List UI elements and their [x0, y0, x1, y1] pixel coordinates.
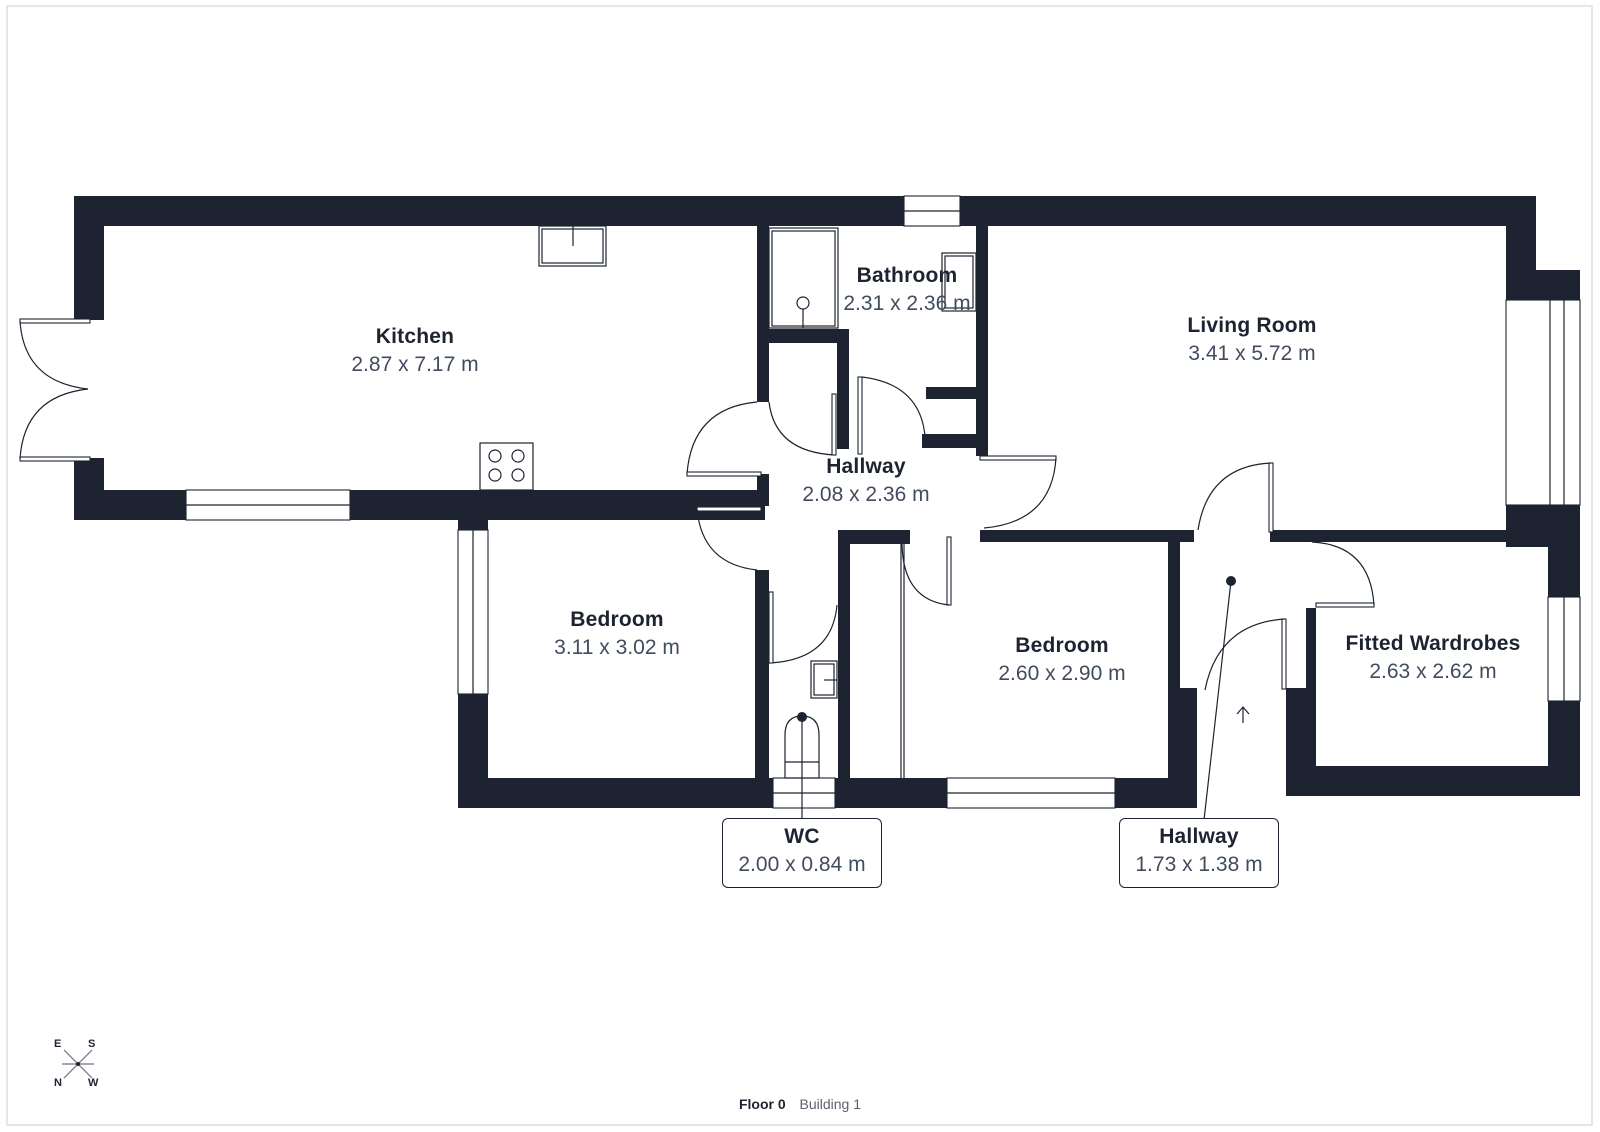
callout-wc: WC 2.00 x 0.84 m [722, 818, 882, 888]
room-name: WC [784, 825, 820, 848]
room-bedroom-2: Bedroom 2.60 x 2.90 m [998, 632, 1125, 688]
hob [479, 442, 534, 491]
floor-label: Floor 0 [738, 1096, 786, 1112]
compass-north: N [54, 1077, 62, 1089]
room-hallway-main: Hallway 2.08 x 2.36 m [802, 453, 929, 509]
room-dimensions: 3.11 x 3.02 m [554, 636, 680, 659]
room-dimensions: 2.08 x 2.36 m [802, 483, 930, 506]
room-name: Hallway [826, 455, 906, 478]
room-kitchen: Kitchen 2.87 x 7.17 m [351, 323, 478, 379]
room-dimensions: 3.41 x 5.72 m [1188, 342, 1316, 365]
room-name: Bedroom [570, 608, 664, 631]
compass-south: S [88, 1038, 96, 1050]
room-bathroom: Bathroom 2.31 x 2.36 m [843, 262, 970, 318]
room-fitted-wardrobes: Fitted Wardrobes 2.63 x 2.62 m [1345, 630, 1520, 686]
floor-footer: Floor 0 Building 1 [0, 1096, 1600, 1112]
room-name: Living Room [1187, 314, 1317, 337]
room-dimensions: 1.73 x 1.38 m [1135, 853, 1263, 876]
room-bedroom-1: Bedroom 3.11 x 3.02 m [554, 606, 680, 662]
entrance-arrow [1236, 706, 1250, 723]
room-dimensions: 2.00 x 0.84 m [738, 853, 866, 876]
room-name: Hallway [1159, 825, 1239, 848]
room-dimensions: 2.63 x 2.62 m [1369, 660, 1497, 683]
compass-icon: E S N W [48, 1034, 108, 1090]
compass-east: E [54, 1038, 62, 1050]
building-label: Building 1 [799, 1096, 862, 1112]
room-dimensions: 2.60 x 2.90 m [998, 662, 1126, 685]
room-name: Kitchen [375, 325, 455, 348]
plan-frame [6, 5, 1593, 1126]
room-dimensions: 2.87 x 7.17 m [351, 353, 479, 376]
room-name: Bathroom [856, 264, 958, 287]
room-dimensions: 2.31 x 2.36 m [843, 292, 971, 315]
callout-hallway-entry: Hallway 1.73 x 1.38 m [1119, 818, 1279, 888]
room-name: Fitted Wardrobes [1345, 632, 1521, 655]
compass-west: W [88, 1077, 99, 1089]
room-living-room: Living Room 3.41 x 5.72 m [1187, 312, 1316, 368]
room-name: Bedroom [1015, 634, 1109, 657]
